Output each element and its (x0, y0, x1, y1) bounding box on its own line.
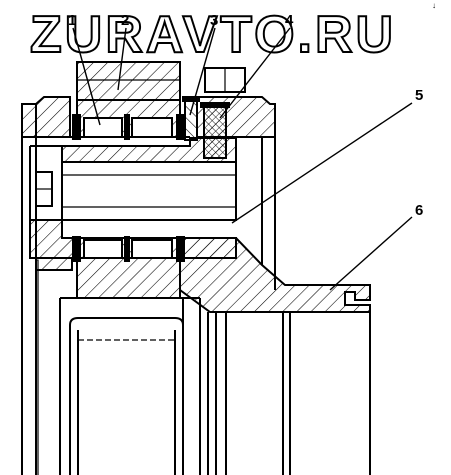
gear-lower (60, 257, 200, 299)
callout-3: 3 (210, 12, 218, 29)
needle-bearing-top (72, 114, 185, 140)
leader-4 (219, 27, 291, 119)
leader-lines (72, 27, 413, 291)
leader-3 (189, 27, 216, 116)
callout-2: 2 (121, 12, 129, 29)
callout-6: 6 (415, 202, 423, 219)
leader-1 (72, 27, 101, 126)
housing-lower-step (35, 257, 73, 271)
leader-2 (117, 27, 127, 91)
callout-1: 1 (68, 12, 76, 29)
lower-housing (182, 298, 371, 475)
housing-left-wall (21, 104, 39, 475)
leader-5 (231, 102, 413, 224)
callout-5: 5 (415, 87, 423, 104)
carrier-body-part-6 (179, 237, 371, 313)
bolt-head (204, 67, 246, 93)
lower-cylinder-block (59, 298, 184, 475)
callout-4: 4 (285, 12, 294, 29)
corner-mark: ↓ (432, 1, 436, 10)
watermark-text: ZURAVTO.RU (30, 6, 396, 64)
leader-6 (329, 216, 413, 291)
callout-labels: 1 2 3 4 5 6 (68, 12, 423, 219)
